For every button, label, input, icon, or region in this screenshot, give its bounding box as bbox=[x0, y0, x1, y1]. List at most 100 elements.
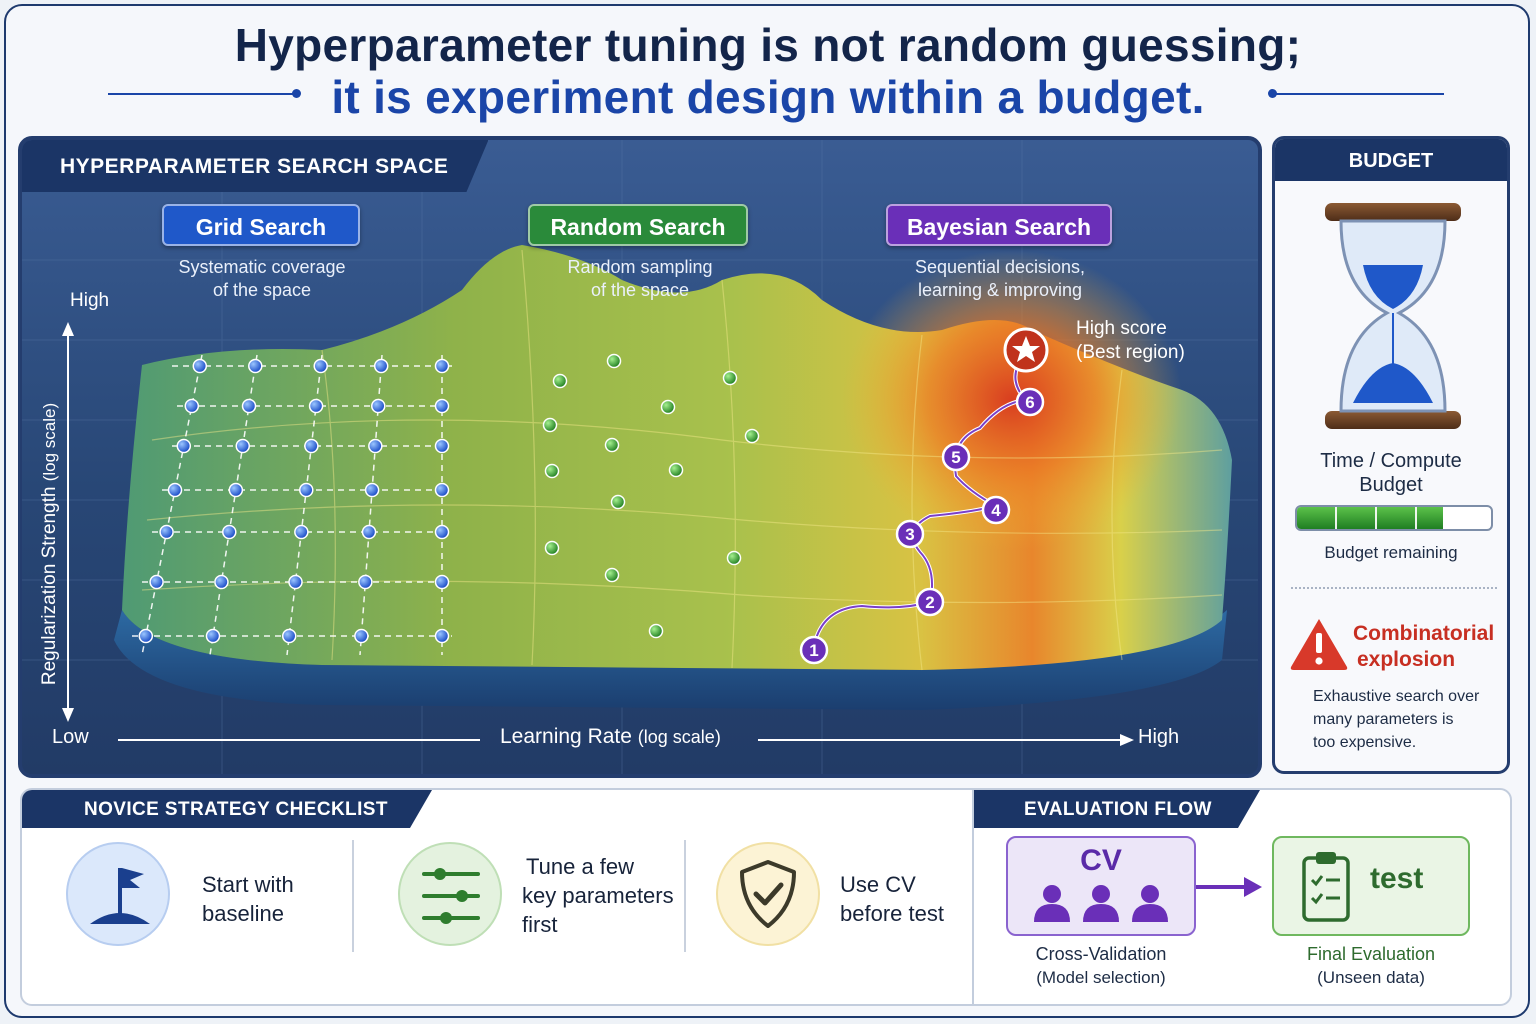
grid-search-point bbox=[434, 438, 450, 454]
random-search-point bbox=[726, 550, 742, 566]
grid-search-point bbox=[235, 438, 250, 454]
grid-search-desc: Systematic coverage of the space bbox=[142, 256, 382, 302]
evaluation-title: EVALUATION FLOW bbox=[974, 790, 1260, 828]
budget-remaining-label: Budget remaining bbox=[1324, 543, 1458, 562]
warning-title-line2: explosion bbox=[1357, 648, 1456, 671]
checklist-item-3-line1: Use CV bbox=[840, 872, 916, 897]
checklist-item-1-circle bbox=[66, 842, 170, 946]
cv-caption-line2: (Model selection) bbox=[1036, 968, 1166, 987]
checklist-panel: NOVICE STRATEGY CHECKLIST Start with bas… bbox=[20, 788, 976, 1006]
bayesian-step-label: 4 bbox=[991, 501, 1001, 520]
bayesian-search-button[interactable]: Bayesian Search bbox=[886, 204, 1112, 246]
grid-search-point bbox=[241, 398, 257, 414]
x-axis-high: High bbox=[1138, 726, 1180, 748]
x-axis-low: Low bbox=[52, 726, 89, 748]
cv-caption-line1: Cross-Validation bbox=[1035, 944, 1167, 964]
random-search-point bbox=[660, 399, 676, 415]
warning-text-line1: Exhaustive search over bbox=[1313, 688, 1480, 705]
bayesian-step-label: 5 bbox=[951, 448, 960, 467]
budget-progress-bar bbox=[1295, 505, 1493, 531]
grid-search-point bbox=[304, 438, 319, 454]
checklist-item-3-circle bbox=[716, 842, 820, 946]
test-caption-line1: Final Evaluation bbox=[1306, 944, 1436, 964]
checklist-item-1-line2: baseline bbox=[202, 901, 284, 926]
grid-search-point bbox=[364, 482, 380, 498]
random-search-point bbox=[722, 370, 738, 386]
checklist-item-1-line1: Start with bbox=[202, 872, 294, 897]
test-caption-line2: (Unseen data) bbox=[1317, 968, 1425, 987]
grid-search-point bbox=[159, 524, 174, 540]
grid-search-point bbox=[222, 524, 237, 540]
random-search-button[interactable]: Random Search bbox=[528, 204, 748, 246]
best-region-heat bbox=[842, 250, 1182, 550]
budget-label-line2: Budget bbox=[1359, 474, 1423, 496]
grid-search-point bbox=[358, 574, 373, 590]
people-icon bbox=[1034, 885, 1168, 922]
cv-box: CV bbox=[1006, 836, 1196, 936]
best-region-line2: (Best region) bbox=[1076, 342, 1185, 363]
warning-text-line3: too expensive. bbox=[1313, 734, 1417, 751]
bayesian-step-1 bbox=[799, 635, 829, 665]
y-axis-high: High bbox=[70, 290, 110, 311]
checklist-item-2-line3: first bbox=[522, 912, 558, 937]
x-axis-label: Learning Rate bbox=[500, 725, 632, 748]
star-icon bbox=[1012, 336, 1040, 362]
flow-arrow-icon bbox=[1196, 877, 1262, 897]
random-search-point bbox=[604, 567, 620, 583]
bayesian-search-desc-line2: learning & improving bbox=[917, 280, 1083, 300]
grid-search-point bbox=[281, 628, 297, 644]
random-search-points bbox=[542, 353, 760, 639]
headline-rule-right bbox=[1274, 93, 1444, 95]
x-axis-unit: (log scale) bbox=[637, 727, 721, 747]
grid-search-point bbox=[368, 438, 383, 454]
headline-rule-dot-left bbox=[292, 89, 301, 98]
grid-search-point bbox=[308, 398, 324, 414]
random-search-point bbox=[544, 463, 560, 479]
grid-search-point bbox=[434, 574, 450, 590]
warning-icon bbox=[1290, 619, 1348, 670]
budget-divider bbox=[1291, 587, 1497, 589]
grid-search-point bbox=[371, 398, 386, 414]
bayesian-step-2 bbox=[915, 587, 945, 617]
bayesian-step-5 bbox=[941, 442, 971, 472]
checklist-item-1-text: Start with baseline bbox=[202, 870, 294, 928]
shield-check-icon bbox=[740, 860, 796, 928]
random-search-point bbox=[604, 437, 620, 453]
bayesian-step-6 bbox=[1015, 387, 1045, 417]
cv-label: CV bbox=[1080, 844, 1122, 877]
sliders-icon bbox=[422, 868, 480, 924]
checklist-item-2-line1: Tune a few bbox=[526, 854, 635, 879]
grid-search-point bbox=[294, 524, 309, 540]
grid-search-point bbox=[361, 524, 377, 540]
checklist-item-3-text: Use CV before test bbox=[840, 870, 944, 928]
bayesian-search-desc: Sequential decisions, learning & improvi… bbox=[880, 256, 1120, 302]
checklist-item-2-line2: key parameters bbox=[522, 883, 674, 908]
bayesian-step-label: 1 bbox=[809, 641, 818, 660]
flag-icon bbox=[90, 868, 150, 924]
budget-label: Time / Compute Budget bbox=[1275, 449, 1507, 497]
grid-search-point bbox=[214, 574, 229, 590]
grid-search-point bbox=[205, 628, 221, 644]
warning-title-line1: Combinatorial bbox=[1353, 622, 1495, 645]
cv-caption: Cross-Validation (Model selection) bbox=[996, 942, 1206, 990]
grid-search-desc-line2: of the space bbox=[212, 280, 312, 300]
bayesian-search-desc-line1: Sequential decisions, bbox=[914, 257, 1086, 277]
checklist-divider-2 bbox=[684, 840, 686, 952]
bayesian-step-label: 2 bbox=[925, 593, 934, 612]
warning-title: Combinatorial explosion bbox=[1353, 621, 1494, 673]
checklist-divider-1 bbox=[352, 840, 354, 952]
grid-search-point bbox=[373, 358, 389, 374]
random-search-point bbox=[542, 417, 558, 433]
grid-search-point bbox=[434, 358, 450, 374]
random-search-point bbox=[744, 428, 760, 444]
grid-search-point bbox=[299, 482, 314, 498]
x-axis-arrow bbox=[118, 734, 1134, 746]
random-search-point bbox=[648, 623, 664, 639]
random-search-desc: Random sampling of the space bbox=[520, 256, 760, 302]
grid-search-points bbox=[138, 358, 450, 644]
grid-search-button[interactable]: Grid Search bbox=[162, 204, 360, 246]
y-axis-label: Regularization Strength bbox=[39, 486, 60, 686]
budget-label-line1: Time / Compute bbox=[1320, 450, 1462, 472]
